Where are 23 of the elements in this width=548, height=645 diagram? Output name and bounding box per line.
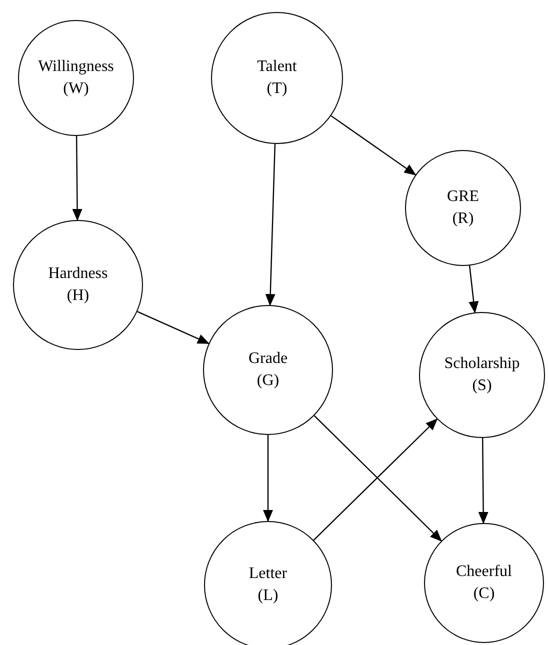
arrow [468, 266, 479, 314]
node-label: GRE [447, 187, 479, 207]
arrow [265, 144, 276, 306]
node-label: (C) [473, 584, 495, 604]
node-label: (L) [258, 586, 278, 606]
node-label: Willingness [38, 57, 114, 77]
arrow [330, 115, 416, 176]
node-label: Talent [257, 57, 297, 77]
node-label: Grade [248, 349, 288, 369]
node-label: (G) [256, 371, 280, 391]
node-label: (T) [266, 79, 288, 99]
arrow [263, 435, 273, 522]
node-label: (S) [472, 376, 492, 396]
node-label: Hardness [48, 264, 108, 284]
node-label: (R) [452, 209, 474, 229]
arrow [478, 438, 488, 524]
node-label: Scholarship [444, 354, 520, 374]
arrow [72, 136, 82, 221]
node-label: (W) [63, 79, 89, 99]
arrow [137, 311, 210, 344]
node-label: (H) [66, 286, 90, 306]
node-label: Letter [248, 564, 288, 584]
node-label: Cheerful [456, 562, 512, 582]
